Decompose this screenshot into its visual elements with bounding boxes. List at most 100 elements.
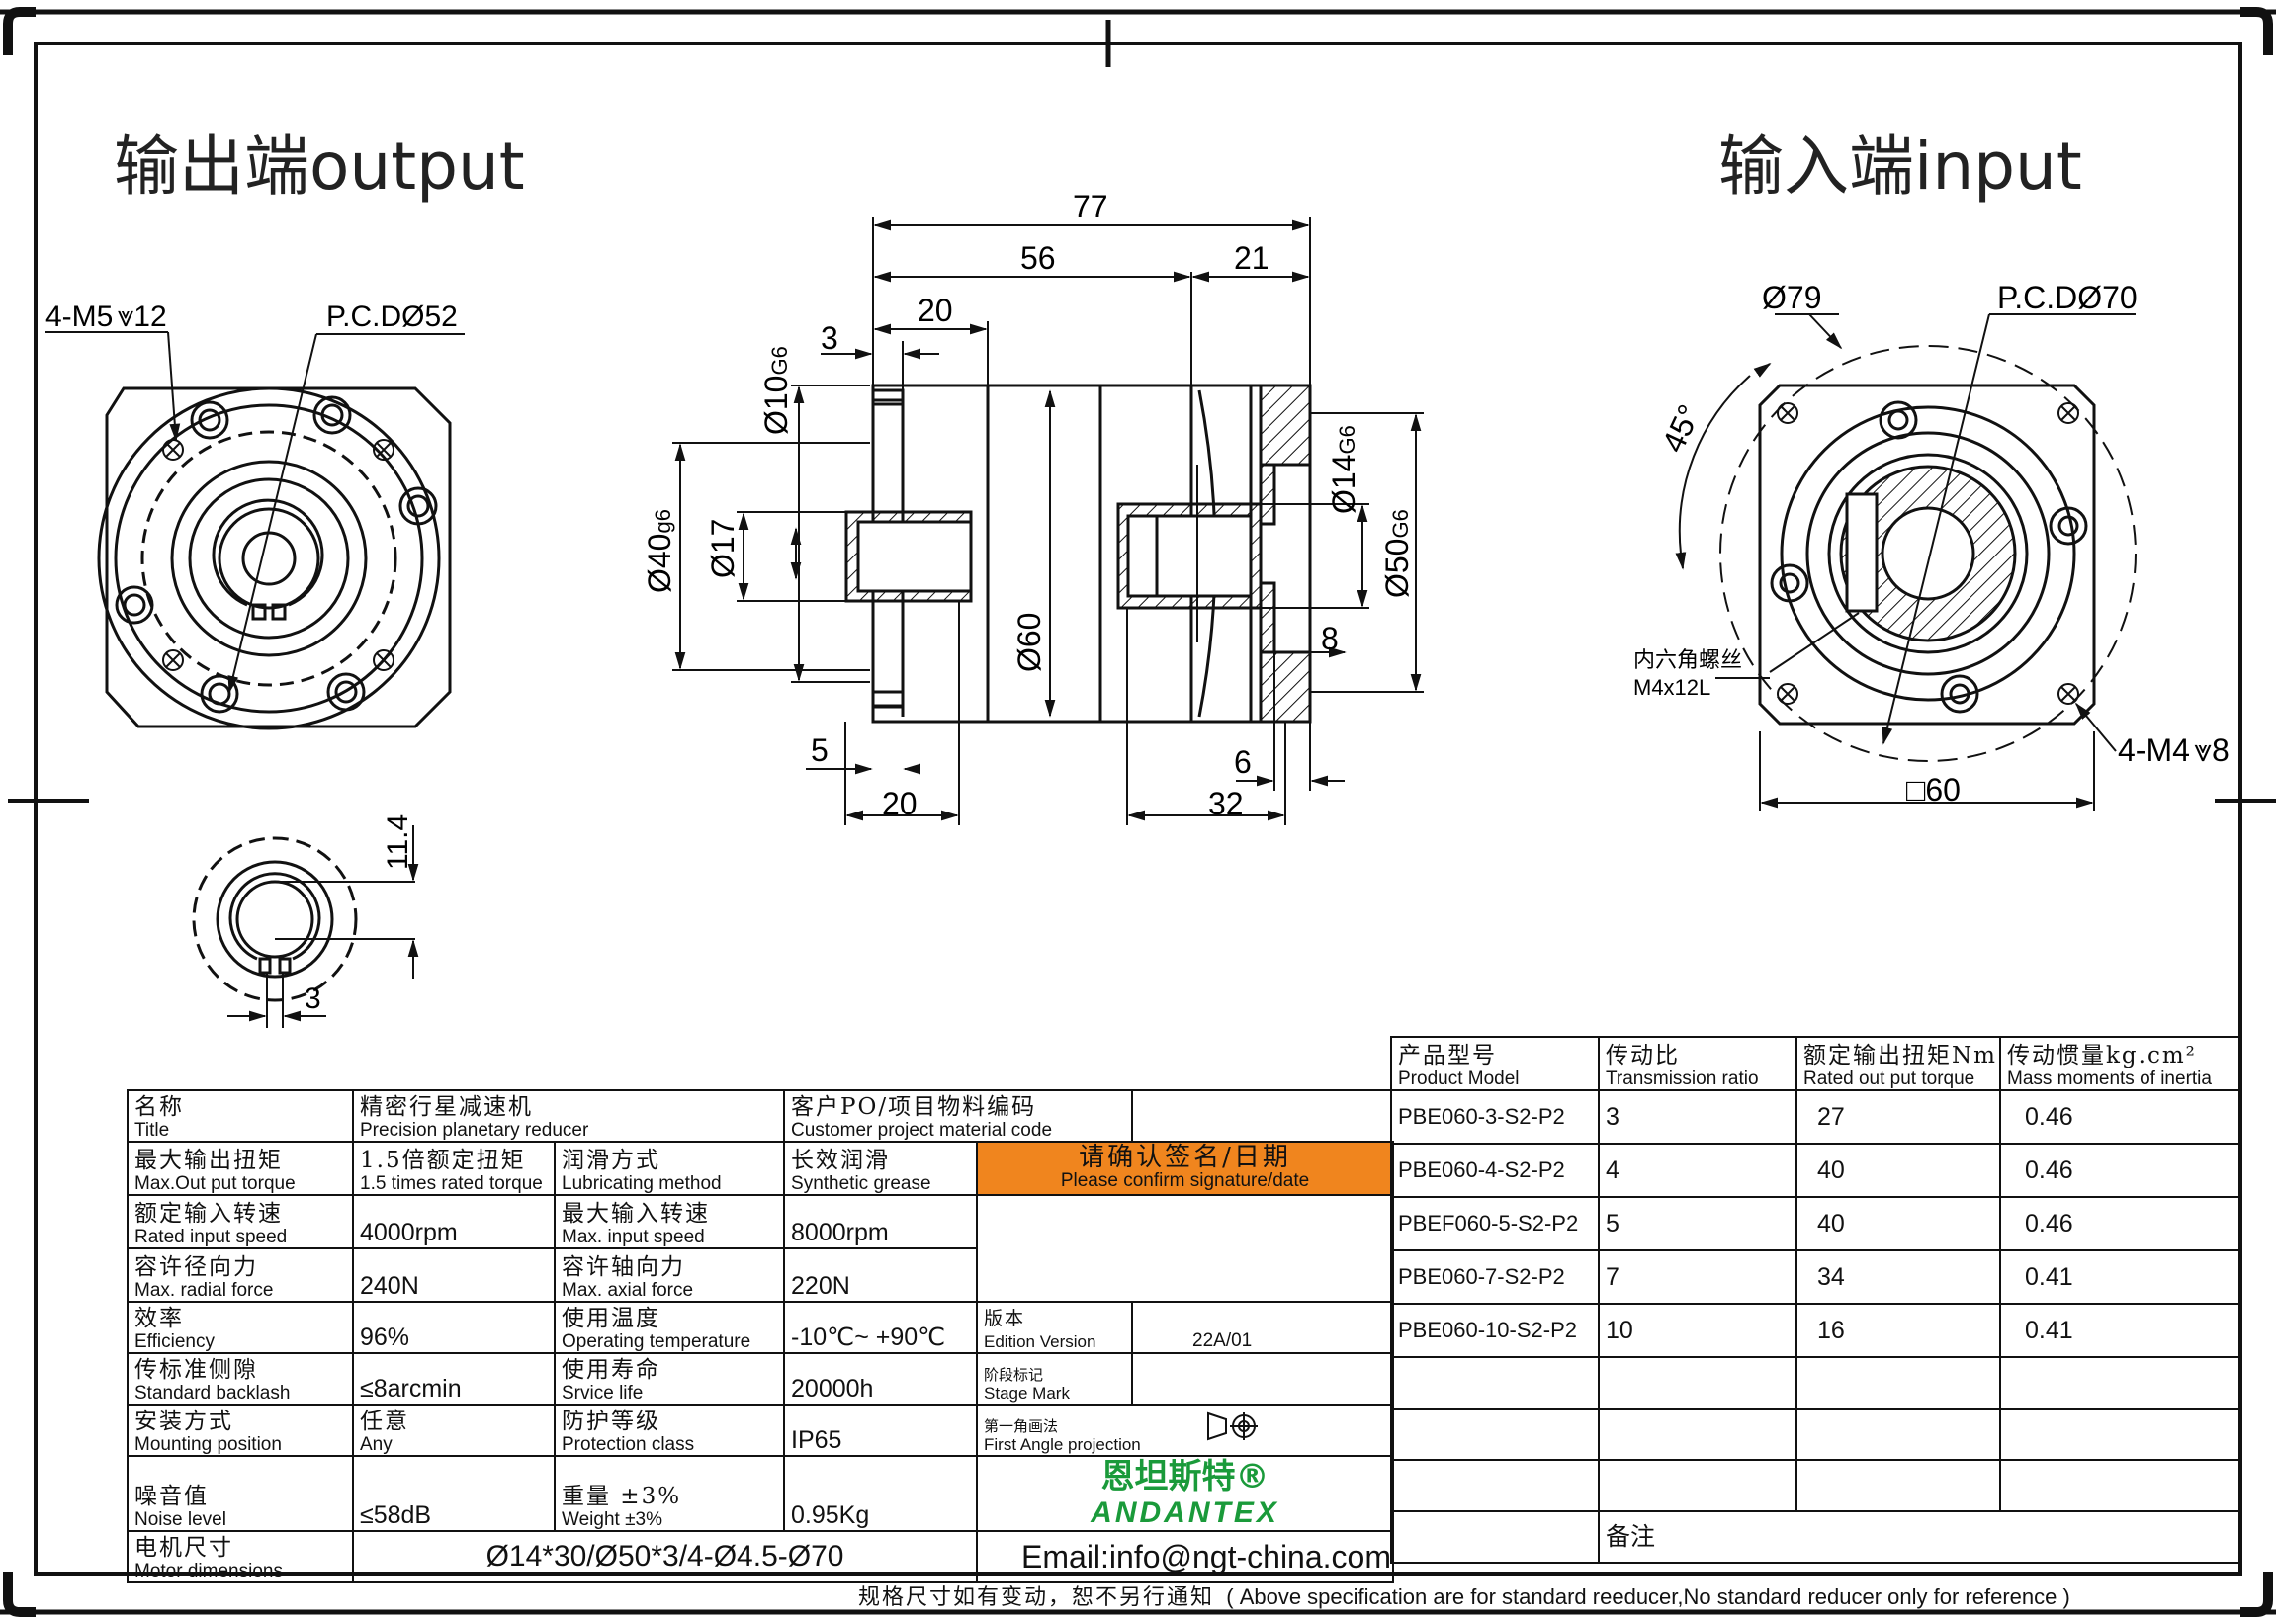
ratio-cell: 7 xyxy=(1598,1249,1797,1305)
stage-mark-value xyxy=(1131,1352,1395,1406)
protection-value: IP65 xyxy=(783,1404,979,1457)
key-3-label: 3 xyxy=(305,983,321,1015)
motor-dimensions-value: Ø14*30/Ø50*3/4-Ø4.5-Ø70 xyxy=(351,1530,979,1583)
signature-area[interactable] xyxy=(976,1194,1395,1302)
dim-3: 3 xyxy=(821,320,838,356)
input-view-title: 输入端input xyxy=(1718,128,2082,205)
table-row xyxy=(1390,1408,2242,1461)
table-row: PBE060-10-S2-P2 10 16 0.41 xyxy=(1390,1303,2242,1358)
input-hex-screw-en: M4x12L xyxy=(1633,675,1710,700)
dim-14: Ø14G6 xyxy=(1326,425,1361,514)
table-row xyxy=(1390,1459,2242,1512)
dim-10: Ø10G6 xyxy=(758,346,794,435)
ratio-cell: 4 xyxy=(1598,1143,1797,1198)
dim-32: 32 xyxy=(1208,786,1244,821)
torque-cell: 34 xyxy=(1795,1249,2001,1305)
inertia-cell: 0.46 xyxy=(1999,1089,2242,1145)
company-logo: 恩坦斯特®ANDANTEX xyxy=(976,1455,1395,1532)
dim-50: Ø50G6 xyxy=(1379,509,1415,598)
input-square-label: □60 xyxy=(1906,772,1961,808)
customer-code-value[interactable] xyxy=(1131,1089,1394,1142)
radial-force-value: 240N xyxy=(352,1247,556,1303)
dim-56: 56 xyxy=(1020,240,1056,276)
torque-cell: 40 xyxy=(1795,1143,2001,1198)
input-79-label: Ø79 xyxy=(1762,280,1821,315)
input-view-dimension-labels: Ø79 P.C.DØ70 45° 内六角螺丝 M4x12L 4-M4⩔8 □60 xyxy=(1633,280,2230,808)
weight-value: 0.95Kg xyxy=(783,1455,979,1532)
dim-20-bottom: 20 xyxy=(882,786,918,821)
ratio-cell: 10 xyxy=(1598,1303,1797,1358)
torque-cell: 16 xyxy=(1795,1303,2001,1358)
ratio-cell: 3 xyxy=(1598,1089,1797,1145)
inertia-cell: 0.46 xyxy=(1999,1196,2242,1251)
axial-force-value: 220N xyxy=(783,1247,979,1303)
table-row: PBE060-4-S2-P2 4 40 0.46 xyxy=(1390,1143,2242,1198)
side-section-view xyxy=(844,384,1312,724)
input-pcd-label: P.C.DØ70 xyxy=(1997,280,2138,315)
model-cell: PBE060-7-S2-P2 xyxy=(1390,1249,1600,1305)
footer-disclaimer-zh: 规格尺寸如有变动，恕不另行通知 xyxy=(858,1585,1215,1610)
rated-input-speed-value: 4000rpm xyxy=(352,1194,556,1249)
dim-77: 77 xyxy=(1073,189,1108,224)
torque-cell: 40 xyxy=(1795,1196,2001,1251)
table-row: PBEF060-5-S2-P2 5 40 0.46 xyxy=(1390,1196,2242,1251)
table-row: PBE060-3-S2-P2 3 27 0.46 xyxy=(1390,1089,2242,1145)
table-row: PBE060-7-S2-P2 7 34 0.41 xyxy=(1390,1249,2242,1305)
remark-label: 备注 xyxy=(1598,1510,2242,1564)
input-tap-label: 4-M4⩔8 xyxy=(2118,732,2230,768)
email-link[interactable]: Email:info@ngt-china.com xyxy=(976,1530,1395,1583)
side-view-dimension-labels: 77 56 21 20 3 Ø10G6 Ø40g6 Ø17 Ø60 Ø14G6 … xyxy=(642,189,1415,821)
backlash-value: ≤8arcmin xyxy=(352,1352,556,1406)
dim-5: 5 xyxy=(811,732,829,768)
service-life-value: 20000h xyxy=(783,1352,979,1406)
dim-21: 21 xyxy=(1234,240,1269,276)
footer-disclaimer-en: ( Above specification are for standard r… xyxy=(1226,1584,2070,1609)
footer-disclaimer: 规格尺寸如有变动，恕不另行通知 ( Above specification ar… xyxy=(858,1580,2070,1611)
output-view-title: 输出端output xyxy=(114,128,525,205)
dim-20-top: 20 xyxy=(918,293,953,328)
temperature-value: -10℃~ +90℃ xyxy=(783,1301,979,1354)
inertia-cell: 0.41 xyxy=(1999,1249,2242,1305)
model-cell: PBE060-10-S2-P2 xyxy=(1390,1303,1600,1358)
output-end-view xyxy=(45,331,465,730)
dim-17: Ø17 xyxy=(705,519,741,578)
model-cell: PBE060-3-S2-P2 xyxy=(1390,1089,1600,1145)
torque-cell: 27 xyxy=(1795,1089,2001,1145)
output-pcd-label: P.C.DØ52 xyxy=(326,300,458,333)
output-tap-label: 4-M5⩔12 xyxy=(45,300,167,333)
inertia-cell: 0.41 xyxy=(1999,1303,2242,1358)
ratio-cell: 5 xyxy=(1598,1196,1797,1251)
max-input-speed-value: 8000rpm xyxy=(783,1194,979,1249)
inertia-cell: 0.46 xyxy=(1999,1143,2242,1198)
input-45-label: 45° xyxy=(1655,399,1707,458)
noise-value: ≤58dB xyxy=(352,1455,556,1532)
dim-40: Ø40g6 xyxy=(642,509,677,593)
table-row xyxy=(1390,1356,2242,1410)
model-cell: PBE060-4-S2-P2 xyxy=(1390,1143,1600,1198)
input-hex-screw-zh: 内六角螺丝 xyxy=(1633,648,1742,673)
